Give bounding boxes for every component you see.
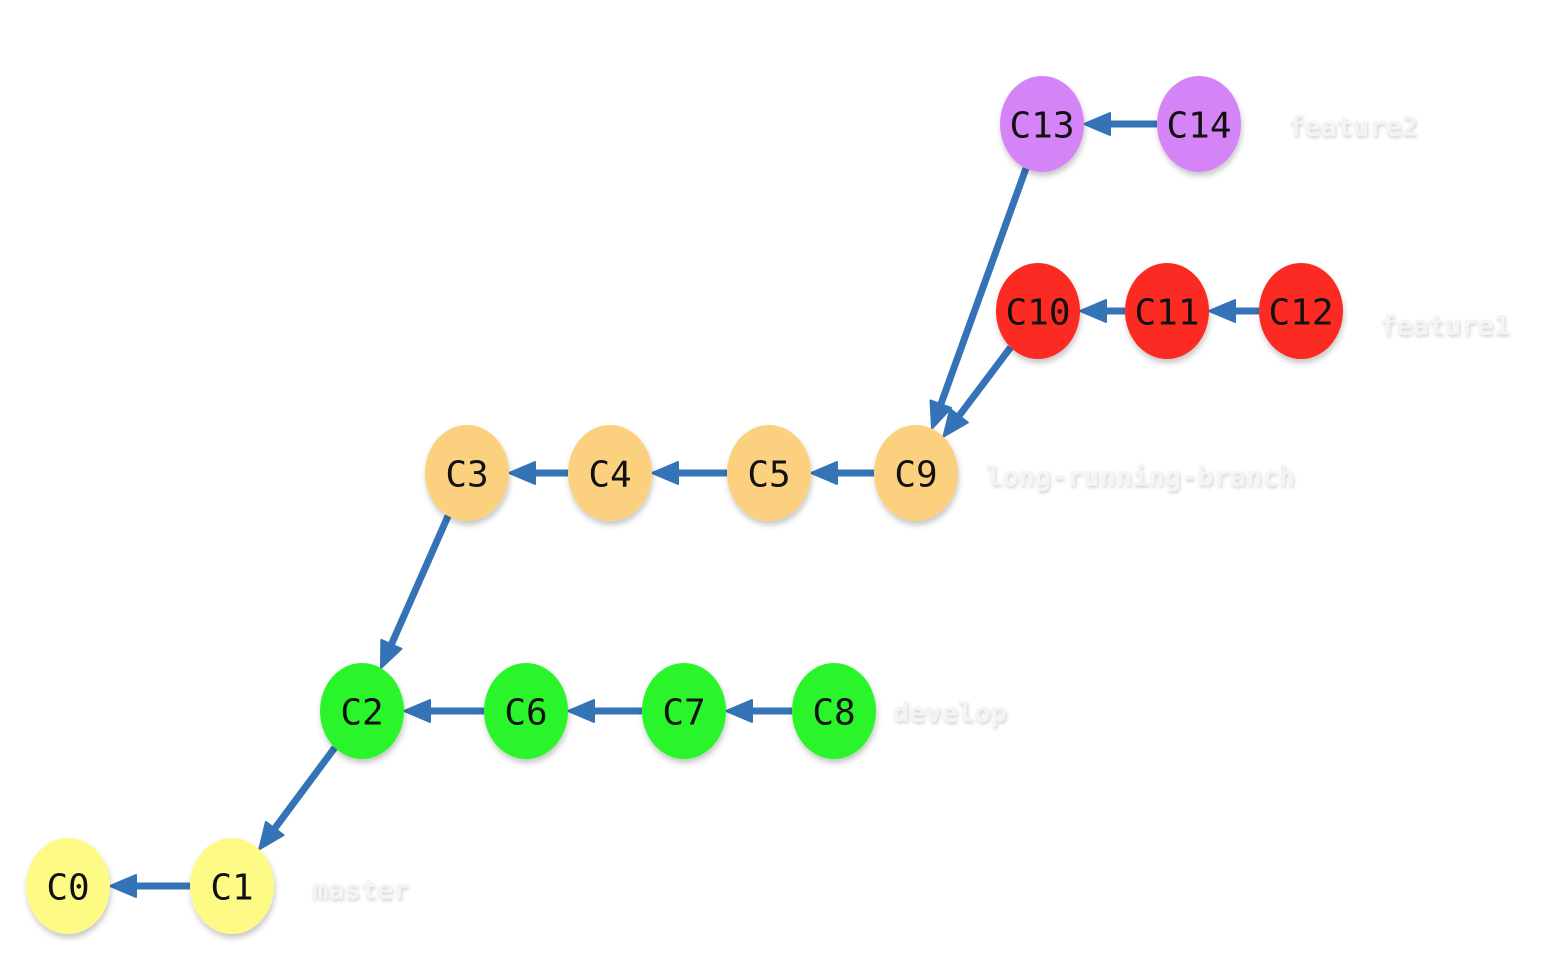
edge-C9-to-C5 <box>810 461 874 485</box>
commit-node-c13: C13 <box>1000 76 1084 172</box>
commit-nodes: C0 C1 C2 C6 C7 C8 C3 C4 C5 C9 C10 C11 C12 C13 C14 <box>26 76 1343 934</box>
edge-C1-to-C0 <box>109 874 190 898</box>
edge-C10-to-C9 <box>942 345 1014 438</box>
commit-label: C11 <box>1134 293 1199 334</box>
edge-line <box>955 345 1014 420</box>
arrowhead <box>567 699 595 723</box>
edge-line <box>936 167 1030 408</box>
commit-node-c12: C12 <box>1259 263 1343 359</box>
commit-node-c3: C3 <box>425 425 509 521</box>
branch-label-feature1: feature1 <box>1380 311 1510 342</box>
commit-label: C2 <box>340 693 383 734</box>
commit-label: C3 <box>445 455 488 496</box>
arrowhead <box>1079 299 1107 323</box>
commit-label: C12 <box>1268 293 1333 334</box>
branch-label-develop: develop <box>893 698 1007 729</box>
commit-label: C8 <box>812 693 855 734</box>
commit-circle <box>484 663 568 759</box>
commit-circle <box>320 663 404 759</box>
commit-circle <box>642 663 726 759</box>
commit-node-c14: C14 <box>1157 76 1241 172</box>
arrowhead <box>651 461 679 485</box>
commit-label: C6 <box>504 693 547 734</box>
commit-circle <box>1125 263 1209 359</box>
commit-label: C7 <box>662 693 705 734</box>
edge-C3-to-C2 <box>379 514 452 670</box>
branch-label-master: master <box>312 875 410 906</box>
commit-circle <box>727 425 811 521</box>
commit-circle <box>26 838 110 934</box>
commit-circle <box>1000 76 1084 172</box>
arrowhead <box>258 820 285 851</box>
commit-node-c8: C8 <box>792 663 876 759</box>
commit-circle <box>568 425 652 521</box>
arrowhead <box>725 699 753 723</box>
commit-node-c5: C5 <box>727 425 811 521</box>
branch-label-long-running-branch: long-running-branch <box>986 462 1295 493</box>
arrowhead <box>929 399 953 430</box>
commit-circle <box>996 263 1080 359</box>
commit-edges <box>109 112 1259 898</box>
commit-node-c11: C11 <box>1125 263 1209 359</box>
edge-C6-to-C2 <box>403 699 484 723</box>
edge-C11-to-C10 <box>1079 299 1125 323</box>
commit-label: C9 <box>894 455 937 496</box>
arrowhead <box>1083 112 1111 136</box>
edge-C2-to-C1 <box>258 745 338 851</box>
arrowhead <box>109 874 137 898</box>
branch-labels: master develop long-running-branch featu… <box>312 112 1510 906</box>
commit-label: C5 <box>747 455 790 496</box>
arrowhead <box>508 461 536 485</box>
commit-circle <box>792 663 876 759</box>
commit-circle <box>1157 76 1241 172</box>
commit-label: C13 <box>1009 106 1074 147</box>
commit-node-c10: C10 <box>996 263 1080 359</box>
edge-C4-to-C3 <box>508 461 568 485</box>
commit-node-c9: C9 <box>874 425 958 521</box>
arrowhead <box>810 461 838 485</box>
branch-label-feature2: feature2 <box>1288 112 1418 143</box>
edge-C12-to-C11 <box>1208 299 1259 323</box>
edge-line <box>270 745 338 833</box>
edge-C13-to-C9 <box>929 167 1030 430</box>
commit-node-c2: C2 <box>320 663 404 759</box>
commit-node-c6: C6 <box>484 663 568 759</box>
arrowhead <box>1208 299 1236 323</box>
arrowhead <box>403 699 431 723</box>
commit-circle <box>1259 263 1343 359</box>
commit-circle <box>425 425 509 521</box>
commit-node-c4: C4 <box>568 425 652 521</box>
commit-node-c7: C7 <box>642 663 726 759</box>
commit-circle <box>190 838 274 934</box>
edge-line <box>387 514 452 648</box>
edge-C7-to-C6 <box>567 699 642 723</box>
edge-C14-to-C13 <box>1083 112 1157 136</box>
commit-node-c1: C1 <box>190 838 274 934</box>
commit-label: C4 <box>588 455 631 496</box>
commit-label: C1 <box>210 868 253 909</box>
edge-C5-to-C4 <box>651 461 727 485</box>
arrowhead <box>942 408 969 438</box>
commit-circle <box>874 425 958 521</box>
arrowhead <box>379 638 403 670</box>
commit-node-c0: C0 <box>26 838 110 934</box>
commit-label: C14 <box>1166 106 1231 147</box>
commit-label: C0 <box>46 868 89 909</box>
edge-C8-to-C7 <box>725 699 792 723</box>
commit-label: C10 <box>1005 293 1070 334</box>
